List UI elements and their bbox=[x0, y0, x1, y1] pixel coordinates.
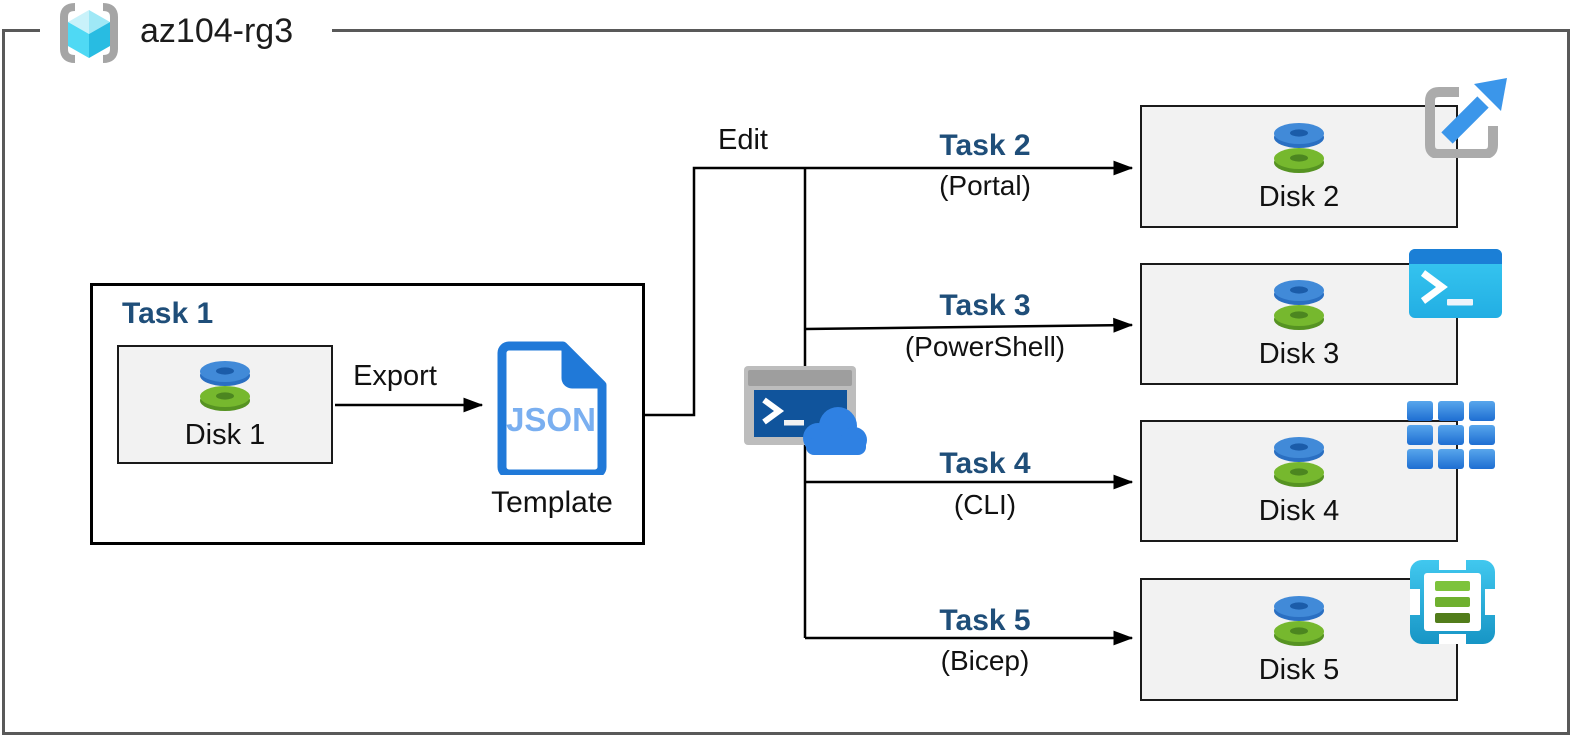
task5-label: Task 5 bbox=[939, 604, 1031, 637]
resource-group-name: az104-rg3 bbox=[140, 12, 294, 50]
disk-icon bbox=[1272, 279, 1326, 336]
disk2-label: Disk 2 bbox=[1258, 180, 1340, 213]
disk-icon bbox=[1272, 436, 1326, 493]
resource-group-icon bbox=[54, 2, 124, 69]
disk-icon bbox=[198, 360, 252, 417]
resource-group-border bbox=[2, 29, 1570, 735]
export-label: Export bbox=[353, 360, 437, 392]
task3-label: Task 3 bbox=[939, 289, 1031, 322]
task2-label: Task 2 bbox=[939, 129, 1031, 162]
disk-icon bbox=[1272, 595, 1326, 652]
resource-group-title-patch bbox=[40, 26, 332, 36]
disk2-box: Disk 2 bbox=[1140, 105, 1458, 228]
disk5-label: Disk 5 bbox=[1258, 653, 1340, 686]
disk1-box: Disk 1 bbox=[117, 345, 333, 464]
disk3-box: Disk 3 bbox=[1140, 263, 1458, 385]
task5-method: (Bicep) bbox=[940, 645, 1030, 676]
powershell-icon bbox=[1409, 249, 1502, 323]
template-label: Template bbox=[491, 486, 613, 519]
cli-icon bbox=[1407, 401, 1496, 475]
disk-icon bbox=[1272, 122, 1326, 179]
task4-label: Task 4 bbox=[939, 447, 1031, 480]
bicep-icon bbox=[1408, 558, 1497, 649]
disk1-label: Disk 1 bbox=[184, 418, 266, 451]
task4-method: (CLI) bbox=[953, 489, 1017, 520]
task3-method: (PowerShell) bbox=[904, 331, 1066, 362]
disk3-label: Disk 3 bbox=[1258, 338, 1340, 370]
json-file-text: JSON bbox=[506, 401, 596, 438]
disk4-box: Disk 4 bbox=[1140, 420, 1458, 542]
task1-label: Task 1 bbox=[122, 297, 214, 330]
edit-label: Edit bbox=[718, 124, 768, 156]
disk5-box: Disk 5 bbox=[1140, 578, 1458, 701]
portal-icon bbox=[1417, 66, 1513, 163]
cloud-shell-icon bbox=[744, 366, 870, 463]
disk4-label: Disk 4 bbox=[1258, 495, 1340, 527]
task2-method: (Portal) bbox=[939, 170, 1031, 201]
json-file-icon: JSON bbox=[495, 338, 610, 480]
